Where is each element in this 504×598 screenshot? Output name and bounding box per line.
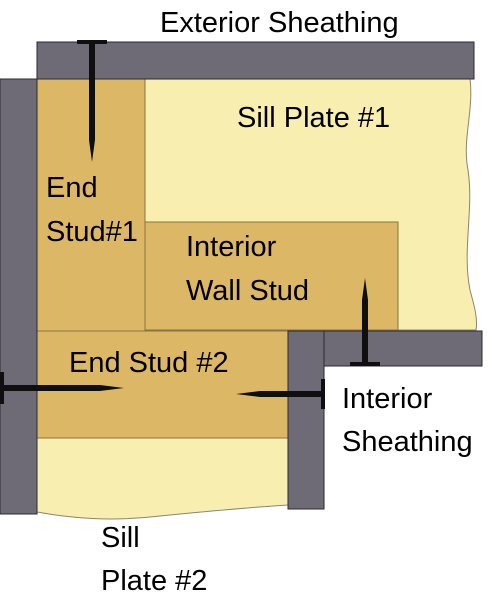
label-sill-plate-1: Sill Plate #1 bbox=[237, 102, 390, 134]
label-end-stud-1-line2: Stud#1 bbox=[46, 216, 138, 248]
label-interior-sheathing-line1: Interior bbox=[342, 383, 433, 415]
end-stud-2 bbox=[36, 330, 289, 439]
label-interior-sheathing-line2: Sheathing bbox=[342, 426, 473, 458]
label-end-stud-1-line1: End bbox=[46, 172, 98, 204]
label-sill-plate-2-line1: Sill bbox=[101, 522, 140, 554]
nail-left bbox=[0, 372, 124, 404]
label-interior-wall-stud-line2: Wall Stud bbox=[186, 275, 309, 307]
nail-bottom-up bbox=[350, 278, 380, 366]
exterior-sheathing-left bbox=[0, 78, 38, 515]
label-exterior-sheathing: Exterior Sheathing bbox=[160, 7, 399, 39]
interior-sheathing-horizontal bbox=[323, 330, 483, 367]
nail-top bbox=[77, 40, 107, 162]
label-interior-wall-stud-line1: Interior bbox=[186, 231, 277, 263]
label-sill-plate-2-line2: Plate #2 bbox=[101, 565, 207, 597]
interior-wall-stud bbox=[144, 221, 399, 331]
nail-interior-sheathing bbox=[236, 379, 325, 409]
interior-sheathing-vertical bbox=[287, 330, 325, 510]
sill-plate-2 bbox=[36, 437, 289, 520]
label-end-stud-2: End Stud #2 bbox=[69, 347, 229, 379]
exterior-sheathing-top bbox=[36, 41, 475, 80]
